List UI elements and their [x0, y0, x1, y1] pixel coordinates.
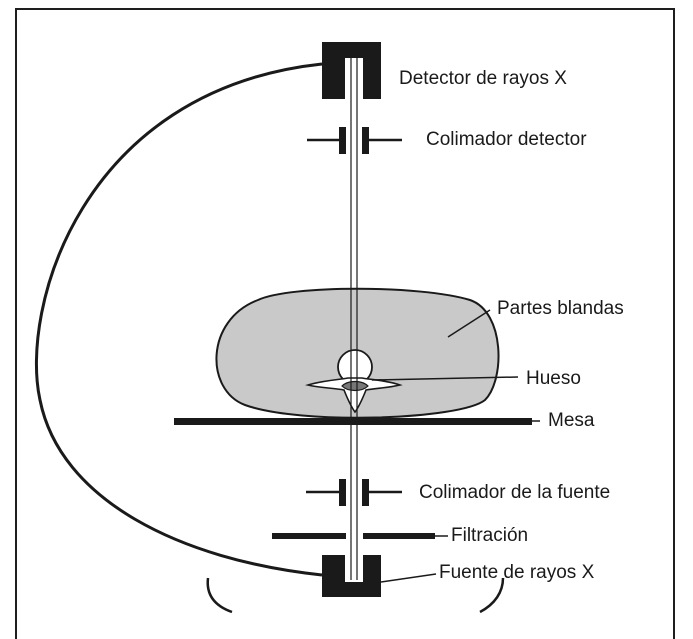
vertebra-bone — [304, 349, 403, 414]
leader-bone — [371, 376, 519, 381]
leader-soft-tissue — [447, 309, 491, 338]
label-table: Mesa — [548, 410, 595, 431]
detector-collimator — [307, 127, 402, 154]
leader-source — [380, 573, 437, 583]
label-detector-collimator: Colimador detector — [426, 129, 587, 150]
source-collimator — [306, 479, 402, 506]
detector-block — [322, 42, 381, 99]
label-source-collimator: Colimador de la fuente — [419, 482, 611, 503]
gantry-arc — [34, 62, 323, 577]
label-detector: Detector de rayos X — [399, 68, 567, 89]
label-soft-tissue: Partes blandas — [497, 298, 624, 319]
rotation-arc-left — [206, 577, 233, 614]
label-source: Fuente de rayos X — [439, 562, 595, 583]
table-slab — [174, 418, 532, 425]
label-bone: Hueso — [526, 368, 581, 389]
source-block — [322, 555, 381, 597]
filtration-plates — [272, 533, 435, 539]
rotation-arc-right — [479, 577, 505, 614]
label-filtration: Filtración — [451, 525, 529, 546]
